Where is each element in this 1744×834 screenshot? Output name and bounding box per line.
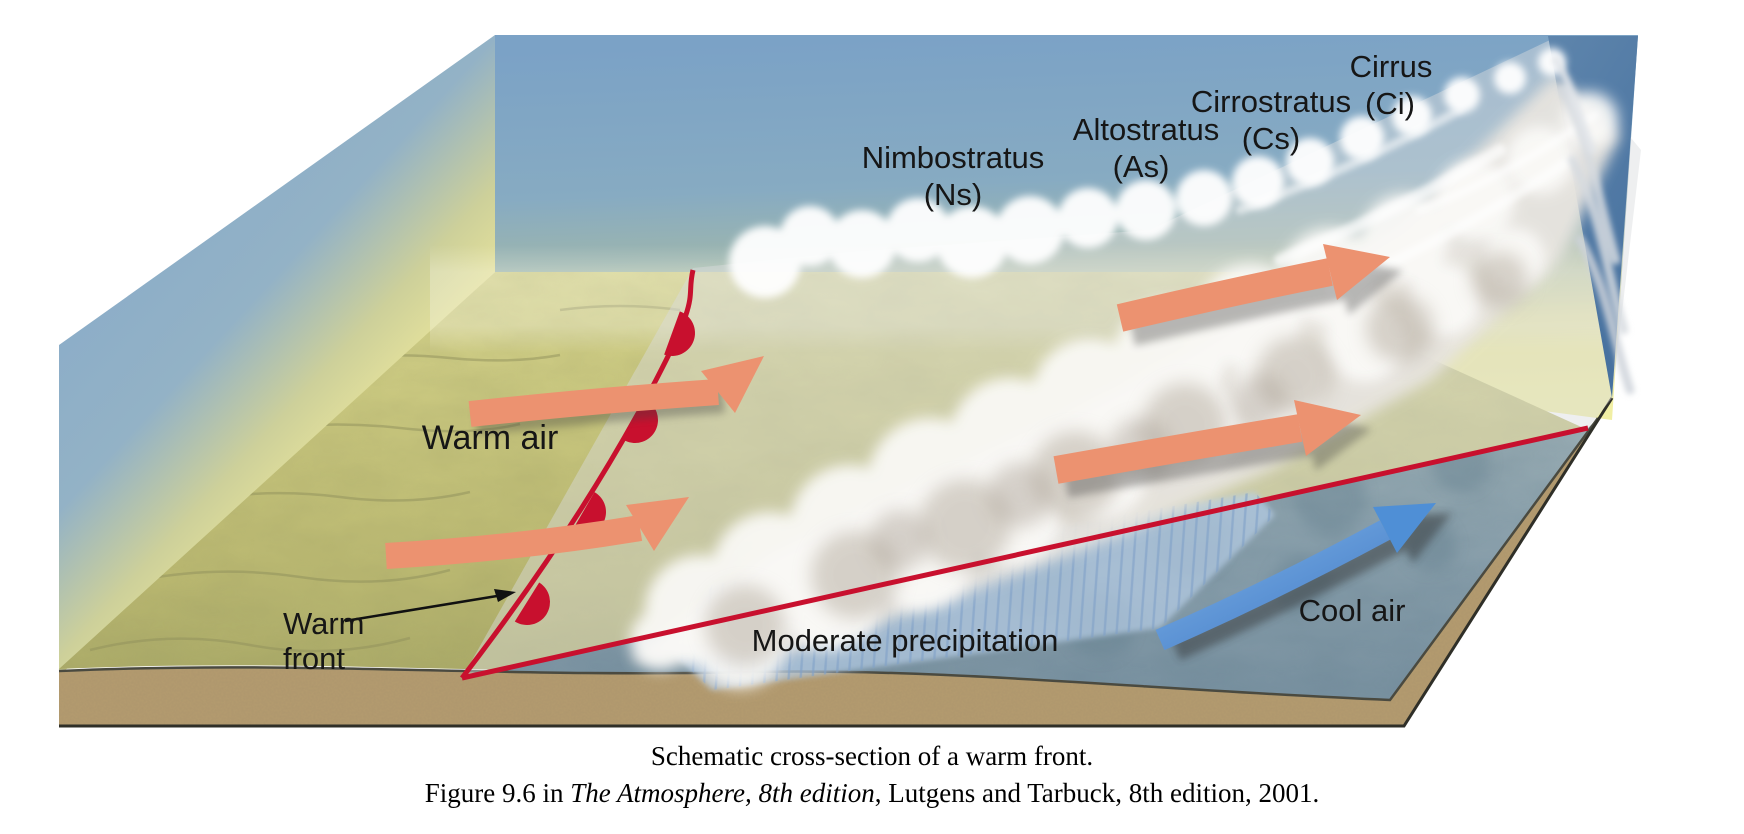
warm-front-pointer — [344, 589, 516, 623]
warm-front-symbol — [664, 311, 695, 356]
warm-front-ground-line — [461, 425, 1589, 681]
warm-air-arrow — [1116, 258, 1333, 332]
label-nimbostratus: Nimbostratus — [862, 140, 1045, 175]
caption-line-2: Figure 9.6 in The Atmosphere, 8th editio… — [0, 778, 1744, 809]
caption-suffix: , Lutgens and Tarbuck, 8th edition, 2001… — [874, 778, 1320, 808]
warm-air-arrow-head — [1323, 244, 1390, 300]
warm-air-arrow-head — [1294, 400, 1361, 456]
cool-air-arrow-head — [1373, 503, 1436, 553]
label-cirrus: Cirrus — [1350, 49, 1433, 84]
warm-air-arrow-head — [626, 497, 689, 551]
label-warm-air: Warm air — [422, 419, 559, 457]
warm-air-arrow — [385, 515, 643, 569]
label-cool-air: Cool air — [1299, 593, 1406, 628]
label-warm-front-1: Warm — [283, 606, 365, 641]
cool-air-arrow-group — [1155, 503, 1452, 661]
label-nimbostratus-abbr: (Ns) — [924, 177, 983, 212]
label-cirrostratus-abbr: (Cs) — [1242, 121, 1301, 156]
soil-bottom-edge-line — [59, 397, 1614, 728]
label-warm-front-2: front — [283, 641, 345, 676]
label-altostratus-abbr: (As) — [1113, 149, 1170, 184]
label-altostratus: Altostratus — [1073, 112, 1219, 147]
warm-air-arrow-head — [701, 356, 764, 413]
sky-left-face — [59, 35, 495, 676]
warm-front-symbol — [514, 582, 550, 625]
caption-prefix: Figure 9.6 in — [424, 778, 571, 808]
warm-air-arrow — [1053, 414, 1303, 484]
label-cirrostratus: Cirrostratus — [1191, 84, 1351, 119]
label-cirrus-abbr: (Ci) — [1365, 86, 1415, 121]
cloud-fluffy-tops — [729, 48, 1566, 298]
caption-line-1: Schematic cross-section of a warm front. — [650, 741, 1094, 771]
label-moderate-precipitation: Moderate precipitation — [752, 623, 1059, 658]
warm-air-arrows — [385, 244, 1404, 569]
cool-air-arrow — [1155, 520, 1391, 651]
cirrus-wisps — [1235, 56, 1635, 395]
caption-book-title: The Atmosphere, 8th edition — [570, 778, 875, 808]
warm-air-arrow — [468, 379, 719, 427]
